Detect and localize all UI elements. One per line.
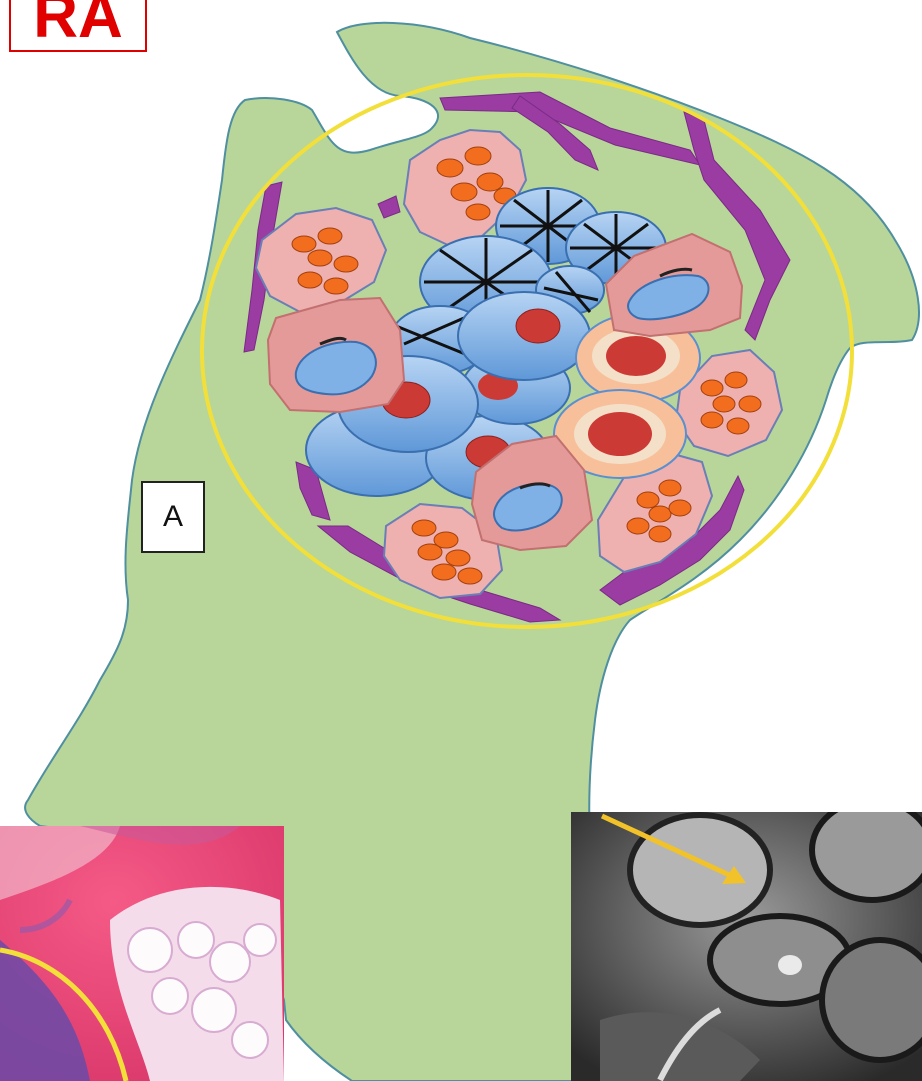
panel-label-a: A: [141, 481, 205, 553]
panel-label-a-text: A: [163, 500, 183, 534]
diagram-title-text: RA: [33, 0, 123, 48]
diagram-title: RA: [9, 0, 147, 52]
histology-inset: [0, 826, 284, 1081]
pink-blue-cell: [268, 298, 404, 412]
nucleated-cell: [458, 292, 590, 380]
mri-inset: [571, 800, 922, 1081]
